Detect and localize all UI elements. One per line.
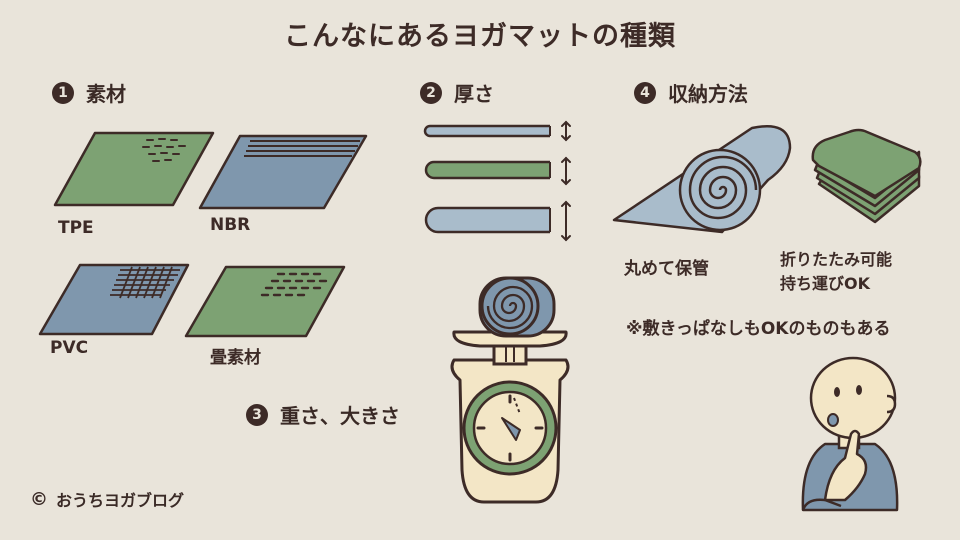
- copyright-icon: ©: [30, 488, 48, 510]
- pvc-mat-illustration: [38, 263, 190, 336]
- section-thickness-label: 厚さ: [454, 82, 494, 106]
- section-number-badge: 2: [420, 81, 442, 104]
- tatami-mat-illustration: [184, 265, 346, 338]
- scale-illustration: [450, 276, 570, 504]
- section-thickness-heading: 2 厚さ: [420, 78, 494, 107]
- thickness-illustration: [423, 120, 571, 242]
- footer-credit: © おうちヨガブログ: [30, 487, 184, 511]
- arrow-icon: [561, 120, 571, 142]
- folded-mat-illustration: [811, 128, 922, 224]
- storage-label-folded-line2: 持ち運びOK: [780, 274, 871, 293]
- page-title: こんなにあるヨガマットの種類: [284, 21, 676, 52]
- section-storage-heading: 4 収納方法: [634, 78, 748, 107]
- section-material-label: 素材: [86, 82, 126, 106]
- storage-label-rolled: 丸めて保管: [624, 259, 709, 279]
- section-number-badge: 3: [246, 403, 268, 426]
- section-number-badge: 4: [634, 81, 656, 104]
- tpe-mat-illustration: [53, 131, 215, 207]
- material-label-nbr: NBR: [210, 215, 251, 235]
- thinking-person-illustration: [801, 356, 899, 512]
- footer-brand: おうちヨガブログ: [56, 491, 185, 510]
- section-material-heading: 1 素材: [52, 78, 126, 107]
- section-weight-heading: 3 重さ、大きさ: [246, 400, 400, 429]
- section-number-badge: 1: [52, 81, 74, 104]
- arrow-icon: [561, 156, 571, 186]
- rolled-mat-illustration: [612, 125, 792, 234]
- material-label-pvc: PVC: [50, 338, 89, 358]
- nbr-mat-illustration: [198, 134, 368, 210]
- material-label-tatami: 畳素材: [210, 348, 261, 368]
- storage-label-folded-line1: 折りたたみ可能: [780, 250, 893, 269]
- section-storage-label: 収納方法: [668, 82, 748, 106]
- storage-note: ※敷きっぱなしもOKのものもある: [626, 319, 891, 339]
- storage-label-folded: 折りたたみ可能 持ち運びOK: [780, 248, 892, 296]
- material-label-tpe: TPE: [58, 218, 94, 238]
- arrow-icon: [561, 200, 571, 242]
- section-weight-label: 重さ、大きさ: [280, 404, 400, 428]
